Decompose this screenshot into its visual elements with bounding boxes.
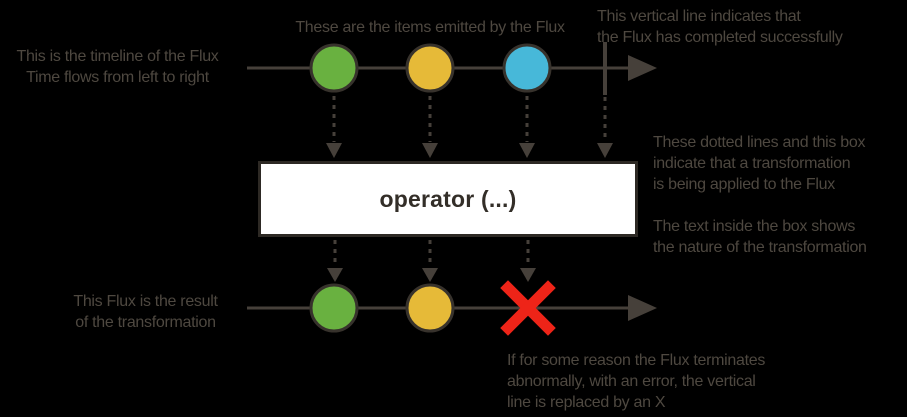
result-item-green [309, 283, 359, 333]
error-x-stroke [500, 280, 556, 336]
result-timeline-arrowhead-icon [628, 295, 657, 321]
annotation-line: This is the timeline of the Flux [16, 48, 219, 65]
items-annotation: These are the items emitted by the Flux [250, 17, 610, 38]
annotation-line: If for some reason the Flux terminates [507, 352, 766, 369]
annotation-line: line is replaced by an X [507, 394, 666, 411]
operator-label: operator (...) [379, 185, 517, 212]
annotation-line: is being applied to the Flux [653, 176, 835, 193]
operator-box [258, 161, 638, 237]
error-annotation: If for some reason the Flux terminates a… [507, 350, 807, 413]
annotation-line: the nature of the transformation [653, 239, 867, 256]
down-arrowhead-icon [519, 143, 535, 158]
annotation-line: These are the items emitted by the Flux [295, 19, 565, 36]
annotation-spacer [653, 195, 903, 216]
source-item-blue [502, 43, 552, 93]
result-dashed-group [327, 240, 536, 282]
result-annotation: This Flux is the result of the transform… [38, 291, 253, 333]
timeline-annotation: This is the timeline of the Flux Time fl… [5, 46, 230, 88]
annotation-line: abnormally, with an error, the vertical [507, 373, 756, 390]
result-item-yellow [405, 283, 455, 333]
down-arrowhead-icon [520, 268, 536, 282]
source-dashed-group [326, 96, 613, 158]
transformation-annotation: These dotted lines and this box indicate… [653, 132, 903, 258]
down-arrowhead-icon [597, 143, 613, 158]
annotation-line: Time flows from left to right [26, 69, 209, 86]
complete-annotation: This vertical line indicates that the Fl… [597, 6, 892, 48]
annotation-line: This vertical line indicates that [597, 8, 801, 25]
annotation-line: of the transformation [75, 314, 216, 331]
annotation-line: These dotted lines and this box [653, 134, 866, 151]
annotation-line: indicate that a transformation [653, 155, 851, 172]
source-timeline-arrowhead-icon [628, 55, 657, 81]
down-arrowhead-icon [327, 268, 343, 282]
annotation-line: This Flux is the result [73, 293, 218, 310]
down-arrowhead-icon [326, 143, 342, 158]
down-arrowhead-icon [422, 143, 438, 158]
error-x-icon [500, 280, 556, 336]
source-item-yellow [405, 43, 455, 93]
source-item-green [309, 43, 359, 93]
annotation-line: the Flux has completed successfully [597, 29, 843, 46]
down-arrowhead-icon [422, 268, 438, 282]
annotation-line: The text inside the box shows [653, 218, 856, 235]
